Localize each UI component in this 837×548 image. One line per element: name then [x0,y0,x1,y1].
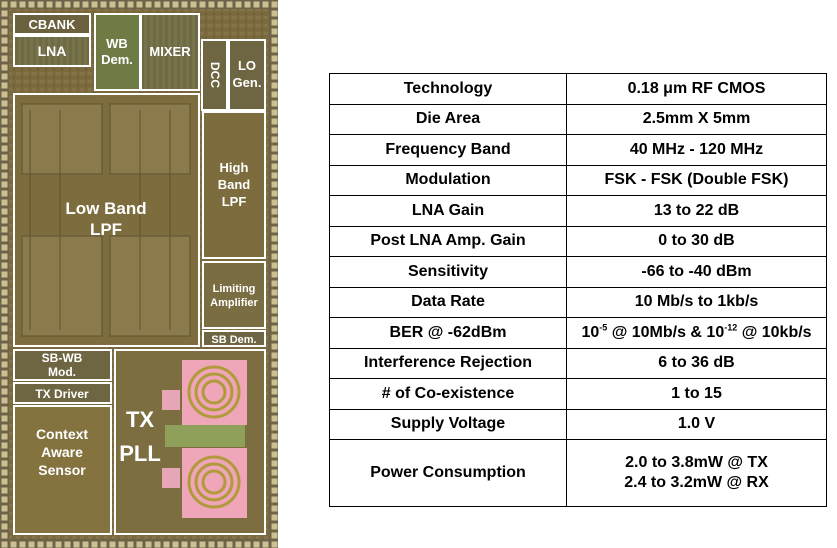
table-row: Interference Rejection 6 to 36 dB [329,347,827,379]
table-row: Data Rate 10 Mb/s to 1kb/s [329,286,827,318]
sb-dem-block [202,330,266,347]
table-row: Sensitivity -66 to -40 dBm [329,256,827,288]
sb-dem-label: SB Dem. [211,334,256,346]
lo-gen-label-2: Gen. [233,75,262,90]
table-row: # of Co-existence 1 to 15 [329,378,827,410]
value-cell: 1.0 V [566,408,827,440]
dcc-label: DCC [208,62,222,88]
lpf-capacitor-array [21,103,191,337]
param-cell: LNA Gain [329,195,567,227]
cbank-label: CBANK [29,17,77,32]
param-cell: Post LNA Amp. Gain [329,225,567,257]
param-cell: Interference Rejection [329,347,567,379]
value-cell: 0 to 30 dB [566,225,827,257]
param-cell: Modulation [329,164,567,196]
value-cell: 10 Mb/s to 1kb/s [566,286,827,318]
param-cell: Data Rate [329,286,567,318]
mixer-label: MIXER [149,44,191,59]
param-cell: Technology [329,73,567,105]
table-row: Supply Voltage 1.0 V [329,408,827,440]
mixer-block [140,13,200,91]
table-row: Die Area 2.5mm X 5mm [329,103,827,135]
power-rx-line: 2.4 to 3.2mW @ RX [624,474,769,491]
param-cell: Power Consumption [329,439,567,507]
value-cell: FSK - FSK (Double FSK) [566,164,827,196]
param-cell: Sensitivity [329,256,567,288]
limiting-amplifier-label-2: Amplifier [210,297,258,309]
param-cell: BER @ -62dBm [329,317,567,349]
lna-block [13,35,91,67]
value-cell: 2.0 to 3.8mW @ TX 2.4 to 3.2mW @ RX [566,439,827,507]
param-cell: Die Area [329,103,567,135]
sb-wb-mod-label-1: SB-WB [42,351,83,365]
value-cell: -66 to -40 dBm [566,256,827,288]
table-row: Frequency Band 40 MHz - 120 MHz [329,134,827,166]
limiting-amplifier-label-1: Limiting [213,283,256,295]
context-sensor-label-2: Aware [41,444,83,460]
table-row: Technology 0.18 μm RF CMOS [329,73,827,105]
tx-driver-block [13,382,112,404]
dcc-block [201,39,228,111]
value-cell: 13 to 22 dB [566,195,827,227]
cbank-block [13,13,91,35]
high-band-lpf-label-3: LPF [222,194,247,209]
pll-small-pad-1 [162,390,180,410]
high-band-lpf-label-1: High [220,160,249,175]
tx-pll-label-1: TX [126,407,154,432]
inductor-bottom [187,455,241,509]
value-cell: 2.5mm X 5mm [566,103,827,135]
die-micrograph: CBANK LNA WB Dem. MIXER DCC LO Gen. Low … [0,0,278,548]
ber-exponent-2: -12 [724,322,738,333]
table-row: Power Consumption 2.0 to 3.8mW @ TX 2.4 … [329,439,827,507]
value-cell: 6 to 36 dB [566,347,827,379]
context-sensor-label-1: Context [36,426,88,442]
sb-wb-mod-block [13,349,112,381]
low-band-lpf-label-1: Low Band [65,199,146,218]
param-cell: Frequency Band [329,134,567,166]
value-cell: 40 MHz - 120 MHz [566,134,827,166]
tx-driver-label: TX Driver [35,387,89,401]
spec-table: Technology 0.18 μm RF CMOS Die Area 2.5m… [329,73,827,507]
wb-dem-label-2: Dem. [101,52,133,67]
ber-middle-text: @ 10Mb/s & 10 [607,323,725,341]
table-row: BER @ -62dBm 10-5 @ 10Mb/s & 10-12 @ 10k… [329,317,827,349]
ber-tail-text: @ 10kb/s [737,323,812,341]
table-row: LNA Gain 13 to 22 dB [329,195,827,227]
table-row: Modulation FSK - FSK (Double FSK) [329,164,827,196]
wb-dem-block [94,13,141,91]
lo-gen-label-1: LO [238,58,256,73]
lna-label: LNA [38,43,67,59]
wb-dem-label-1: WB [106,36,128,51]
high-band-lpf-label-2: Band [218,177,251,192]
value-cell: 10-5 @ 10Mb/s & 10-12 @ 10kb/s [566,317,827,349]
ber-mantissa-1: 10 [581,323,600,341]
power-tx-line: 2.0 to 3.8mW @ TX [625,454,768,471]
low-band-lpf-label-2: LPF [90,220,122,239]
value-cell: 1 to 15 [566,378,827,410]
lo-gen-block [228,39,266,111]
context-aware-sensor-block [13,405,112,535]
high-band-lpf-block [202,111,266,259]
pll-vco-core [165,425,245,447]
pll-small-pad-2 [162,468,180,488]
inductor-top [187,365,241,419]
value-cell: 0.18 μm RF CMOS [566,73,827,105]
limiting-amplifier-block [202,261,266,329]
param-cell: Supply Voltage [329,408,567,440]
ber-exponent-1: -5 [599,322,608,333]
table-row: Post LNA Amp. Gain 0 to 30 dB [329,225,827,257]
sb-wb-mod-label-2: Mod. [48,365,76,379]
param-cell: # of Co-existence [329,378,567,410]
context-sensor-label-3: Sensor [38,462,86,478]
inductor-top-pad [182,360,247,425]
tx-pll-label-2: PLL [119,441,161,466]
